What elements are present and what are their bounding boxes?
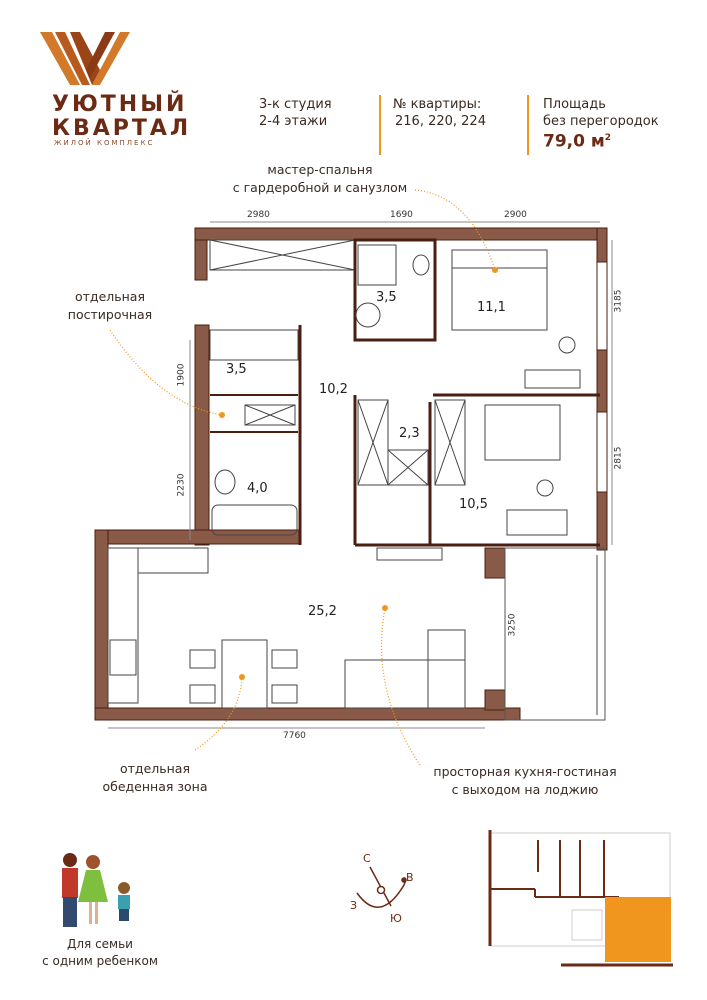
floor-plan	[94, 221, 613, 729]
dim-right2: 2815	[613, 446, 624, 470]
logo-subtitle: ЖИЛОЙ КОМПЛЕКС	[54, 139, 155, 147]
room-area-bedroom2: 10,5	[459, 497, 488, 512]
room-area-laundry: 3,5	[226, 362, 247, 377]
dim-bottom: 7760	[283, 731, 306, 741]
room-area-master-bedroom: 11,1	[477, 300, 506, 315]
dim-right1: 3185	[613, 289, 624, 313]
logo-mark	[40, 32, 130, 85]
annotation-leaders	[109, 189, 496, 766]
compass-east: В	[406, 871, 414, 884]
dim-loggia: 3250	[507, 613, 518, 637]
compass-north: С	[363, 852, 371, 865]
family-illustration	[62, 853, 130, 927]
annotation-dots	[219, 267, 498, 680]
type-line1: 3-к студия	[259, 97, 332, 112]
dim-left2: 2230	[176, 473, 187, 497]
compass-west: З	[350, 899, 358, 912]
building-locator-map	[488, 830, 673, 967]
area-info: Площадь без перегородок 79,0 м2	[543, 96, 659, 151]
compass-south: Ю	[390, 912, 402, 925]
apartment-numbers: № квартиры: 216, 220, 224	[393, 96, 486, 130]
dim-top3: 2900	[504, 210, 527, 220]
room-area-wardrobe: 2,3	[399, 426, 420, 441]
type-line2: 2-4 этажи	[259, 114, 328, 129]
divider	[379, 95, 381, 155]
divider	[527, 95, 529, 155]
room-area-bathroom: 4,0	[247, 481, 268, 496]
area-value: 79,0 м2	[543, 131, 612, 152]
dim-top1: 2980	[247, 210, 270, 220]
dim-left1: 1900	[176, 363, 187, 387]
room-area-hall: 10,2	[319, 382, 348, 397]
highlighted-apartment	[605, 897, 671, 962]
apartment-type: 3-к студия 2-4 этажи	[259, 96, 332, 130]
room-area-kitchen-living: 25,2	[308, 604, 337, 619]
logo-line2: КВАРТАЛ	[52, 116, 192, 141]
apt-label: № квартиры:	[393, 97, 482, 112]
logo-title: УЮТНЫЙ КВАРТАЛ	[52, 93, 191, 141]
area-label2: без перегородок	[543, 114, 659, 129]
area-label1: Площадь	[543, 97, 606, 112]
apt-numbers: 216, 220, 224	[395, 114, 486, 129]
logo-line1: УЮТНЫЙ	[52, 92, 188, 117]
room-area-master-bath: 3,5	[376, 290, 397, 305]
compass-icon	[356, 866, 407, 908]
dim-top2: 1690	[390, 210, 413, 220]
